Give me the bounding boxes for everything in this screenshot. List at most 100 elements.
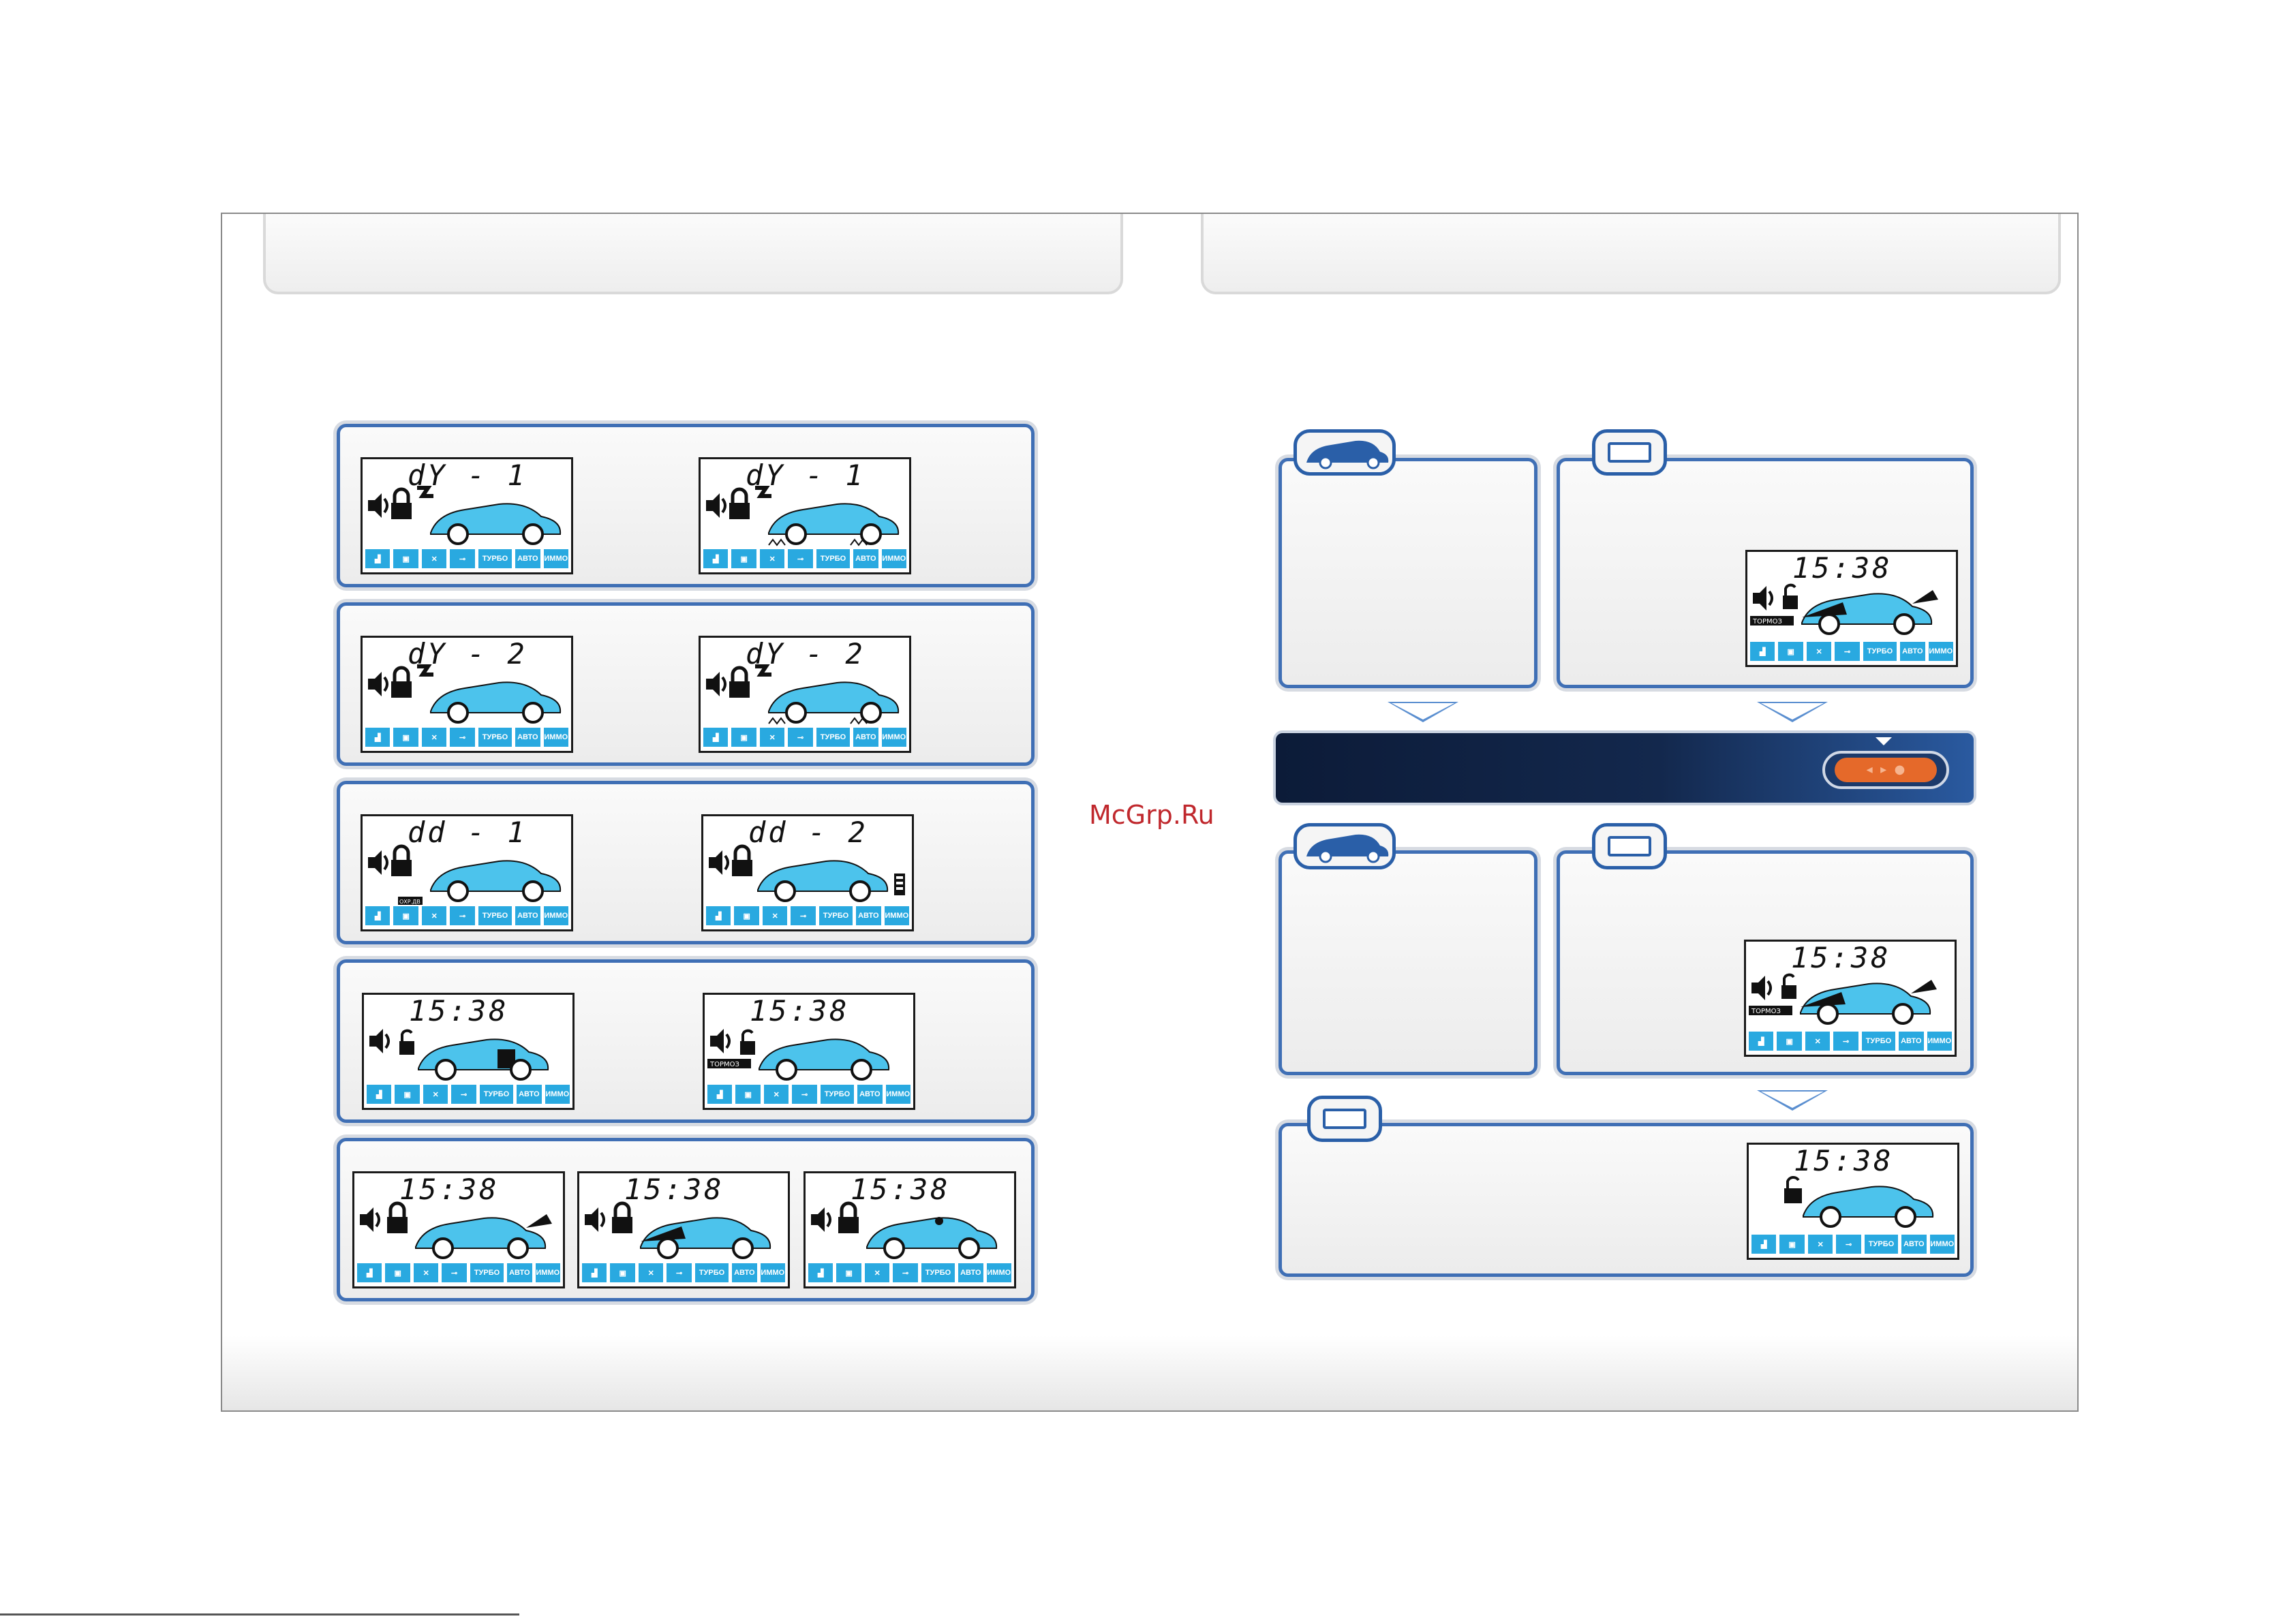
- trunk-icon: ▟: [706, 906, 731, 925]
- trunk-icon: ▟: [365, 728, 391, 747]
- turbo-label: ТУРБО: [820, 1085, 855, 1104]
- unlock-icon: [740, 1029, 755, 1055]
- trunk-icon: ▟: [365, 549, 391, 568]
- turbo-label: ТУРБО: [818, 906, 853, 925]
- turbo-label: ТУРБО: [1861, 1032, 1896, 1051]
- battery-icon: [894, 874, 905, 895]
- speaker-icon: [368, 850, 388, 875]
- speaker-icon: [811, 1207, 831, 1232]
- key-icon: ⊸: [788, 728, 813, 747]
- immo-label: ИММО: [543, 549, 569, 568]
- auto-label: АВТО: [732, 1263, 757, 1282]
- turbo-label: ТУРБО: [1863, 642, 1897, 661]
- door-guard-tag-icon: ОХР.ДВ: [398, 897, 423, 905]
- disarm-icon: ✕: [423, 1085, 448, 1104]
- brake-tag-text: ТОРМОЗ: [1751, 1008, 1781, 1015]
- immo-label: ИММО: [885, 1085, 911, 1104]
- lcd-status-icons: [706, 664, 900, 725]
- pointer-down-icon: [1876, 737, 1892, 745]
- channel-2-icon: ▣: [836, 1263, 861, 1282]
- right-header-tab: [1201, 214, 2061, 294]
- auto-label: АВТО: [958, 1263, 983, 1282]
- key-icon: ⊸: [791, 906, 816, 925]
- immo-label: ИММО: [535, 1263, 561, 1282]
- speaker-icon: [369, 1029, 390, 1053]
- immo-label: ИММО: [545, 1085, 570, 1104]
- disarm-icon: ✕: [762, 906, 788, 925]
- brake-tag-icon: ТОРМОЗ: [1749, 1006, 1792, 1015]
- key-icon: ⊸: [1835, 642, 1860, 661]
- remote-button-illustration[interactable]: ◂ ▸ ●: [1822, 751, 1949, 789]
- lock-icon: [838, 1201, 859, 1233]
- immo-label: ИММО: [881, 549, 907, 568]
- shock-icon: [417, 486, 433, 498]
- trunk-icon: ▟: [703, 549, 729, 568]
- turbo-label: ТУРБО: [694, 1263, 729, 1282]
- channel-2-icon: ▣: [735, 1085, 761, 1104]
- car-tab-1: [1294, 429, 1396, 476]
- key-icon: ⊸: [1833, 1032, 1858, 1051]
- unlock-icon: [1781, 973, 1796, 999]
- down-arrow-2: [1757, 702, 1828, 722]
- auto-label: АВТО: [856, 906, 881, 925]
- car-door-open-icon: [418, 1038, 549, 1081]
- footer-band: [222, 1335, 2077, 1410]
- auto-label: АВТО: [1899, 1032, 1924, 1051]
- lcd-display-text: 15:38: [750, 994, 850, 1027]
- car-icon: [1803, 1186, 1934, 1228]
- car-interior-icon: [866, 1217, 998, 1259]
- car-trunk-open-icon: [415, 1214, 552, 1259]
- speaker-icon: [368, 672, 388, 696]
- car-icon: [430, 503, 562, 545]
- turbo-label: ТУРБО: [816, 728, 851, 747]
- brake-tag-icon: ТОРМОЗ: [1750, 616, 1794, 625]
- disarm-icon: ✕: [1807, 1235, 1833, 1254]
- lcd-status-icons: [360, 1201, 552, 1259]
- trunk-icon: ▟: [367, 1085, 392, 1104]
- auto-label: АВТО: [1900, 642, 1925, 661]
- lcd-status-icons: [585, 1201, 771, 1259]
- lock-icon: [387, 1201, 408, 1233]
- lcd-status-icons: [706, 486, 900, 546]
- key-icon: ⊸: [451, 1085, 476, 1104]
- trunk-icon: ▟: [582, 1263, 607, 1282]
- car-open-icon: [1801, 590, 1938, 635]
- car-shaking-icon: [768, 503, 900, 546]
- auto-label: АВТО: [515, 549, 540, 568]
- disarm-icon: ✕: [759, 728, 785, 747]
- trunk-icon: ▟: [707, 1085, 733, 1104]
- orange-button[interactable]: ◂ ▸ ●: [1835, 758, 1937, 782]
- key-icon: ⊸: [893, 1263, 918, 1282]
- key-icon: ⊸: [792, 1085, 817, 1104]
- auto-label: АВТО: [507, 1263, 532, 1282]
- key-icon: ⊸: [667, 1263, 692, 1282]
- disarm-icon: ✕: [421, 549, 447, 568]
- turbo-label: ТУРБО: [470, 1263, 504, 1282]
- auto-label: АВТО: [517, 1085, 542, 1104]
- car-step-panel-1: [1279, 458, 1537, 688]
- remote-tab-2: [1592, 823, 1667, 869]
- car-icon: [757, 860, 889, 902]
- immo-label: ИММО: [1928, 642, 1954, 661]
- lcd-status-icons: [368, 486, 562, 545]
- car-tab-icon: [1306, 440, 1389, 469]
- key-icon: ⊸: [450, 906, 475, 925]
- speaker-icon: [1753, 586, 1773, 610]
